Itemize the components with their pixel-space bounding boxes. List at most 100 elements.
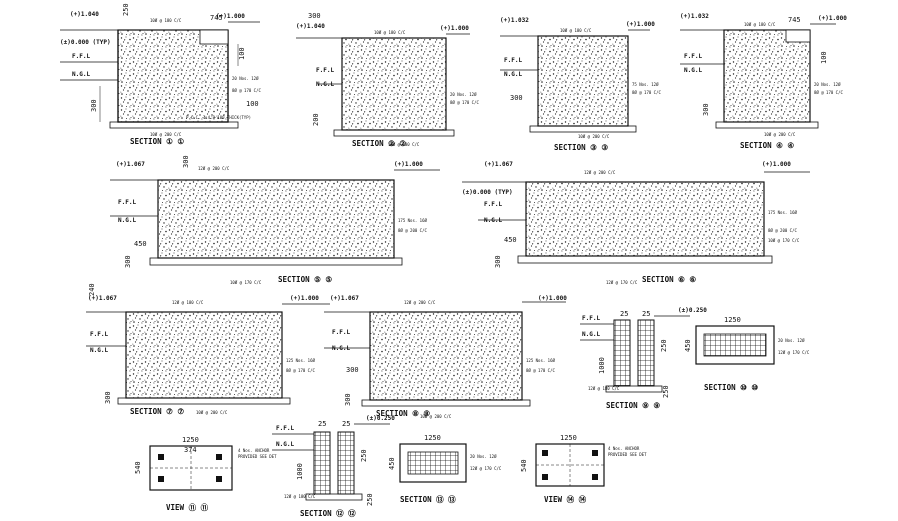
section-5-5-dim-300-top: 300 bbox=[182, 155, 190, 168]
view-14-14-title: VIEW ⑭ ⑭ bbox=[544, 494, 587, 504]
section-9-9-dim-25-left: 25 bbox=[620, 310, 628, 318]
view-11-11-dim-540: 540 bbox=[134, 461, 142, 474]
view-14-14-note-detail: PROVIDED SEE DET bbox=[608, 452, 647, 457]
section-1-1-concrete-body bbox=[117, 29, 229, 123]
section-2-2-title: SECTION ② ② bbox=[352, 139, 406, 148]
section-1-1-dim-300: 300 bbox=[90, 99, 98, 112]
section-1-1: (+)1.040 (+)1.000 (±)0.000 (TYP) 250 745… bbox=[60, 3, 261, 146]
section-10-10-rebar-grid bbox=[703, 333, 767, 357]
section-1-1-level-000: (±)0.000 (TYP) bbox=[60, 39, 111, 46]
section-7-7-dim-240: 240 bbox=[88, 283, 96, 296]
section-2-2-ffl-label: F.F.L bbox=[316, 67, 334, 74]
section-5-5-dim-450: 450 bbox=[134, 240, 147, 248]
section-5-5-ngl-label: N.G.L bbox=[118, 217, 136, 224]
section-7-7-ngl-label: N.G.L bbox=[90, 347, 108, 354]
section-12-12-dim-1000: 1000 bbox=[296, 463, 304, 480]
section-12-12-note-bottom-bar: 12Ø @ 180 C/C bbox=[284, 494, 316, 499]
section-8-8-dim-300-base: 300 bbox=[344, 393, 352, 406]
section-1-1-note-stirrups: 8Ø @ 170 C/C bbox=[232, 88, 261, 93]
section-13-13: 1250 450 20 Nos. 12Ø 12Ø @ 170 C/C SECTI… bbox=[388, 434, 502, 504]
section-8-8-base bbox=[361, 399, 531, 407]
section-10-10-dim-1250: 1250 bbox=[724, 316, 741, 324]
section-13-13-title: SECTION ⑬ ⑬ bbox=[400, 494, 456, 504]
section-8-8-note-stirrups: 8Ø @ 170 C/C bbox=[526, 368, 555, 373]
section-7-7: (+)1.067 (+)1.000 240 300 12Ø @ 180 C/C … bbox=[86, 283, 330, 416]
section-8-8-ngl-label: N.G.L bbox=[332, 345, 350, 352]
view-11-11-dim-1250: 1250 bbox=[182, 436, 199, 444]
section-4-4-level-1000: (+)1.000 bbox=[818, 15, 847, 22]
section-7-7-note-bottom-bar: 10Ø @ 200 C/C bbox=[196, 410, 228, 415]
section-7-7-ffl-label: F.F.L bbox=[90, 331, 108, 338]
view-14-14-dim-1250: 1250 bbox=[560, 434, 577, 442]
section-5-5-base bbox=[149, 257, 403, 266]
section-10-10-outline bbox=[695, 325, 775, 365]
section-3-3-concrete-body bbox=[537, 35, 629, 127]
section-5-5-level-1067: (+)1.067 bbox=[116, 161, 145, 168]
section-6-6-level-1067: (+)1.067 bbox=[484, 161, 513, 168]
section-9-9-dim-25-right: 25 bbox=[642, 310, 650, 318]
section-4-4-concrete-body bbox=[723, 29, 811, 123]
section-3-3-level-1000: (+)1.000 bbox=[626, 21, 655, 28]
section-12-12: (±)0.250 25 25 1000 250 250 12Ø @ 180 C/… bbox=[272, 415, 395, 518]
section-3-3-note-main-bars: 75 Nos. 12Ø bbox=[632, 82, 659, 87]
section-7-7-concrete-body bbox=[125, 311, 283, 399]
section-13-13-dim-450: 450 bbox=[388, 457, 396, 470]
section-9-9-ffl-label: F.F.L bbox=[582, 315, 600, 322]
section-9-9-left-pier bbox=[613, 319, 631, 387]
view-11-11-note-anchor: 4 Nos. ANCHOR bbox=[238, 448, 270, 453]
section-7-7-note-top-bar: 12Ø @ 180 C/C bbox=[172, 300, 204, 305]
section-6-6-level-1000: (+)1.000 bbox=[762, 161, 791, 168]
section-5-5-dim-300: 300 bbox=[124, 255, 132, 268]
view-14-14-note-anchor: 4 Nos. ANCHOR bbox=[608, 446, 640, 451]
section-6-6-note-stirrups: 8Ø @ 200 C/C bbox=[768, 228, 797, 233]
view-11-11-anchor-1 bbox=[158, 454, 164, 460]
section-8-8-level-1000: (+)1.000 bbox=[538, 295, 567, 302]
section-4-4-top-step bbox=[785, 29, 811, 43]
section-7-7-title: SECTION ⑦ ⑦ bbox=[130, 407, 184, 416]
section-1-1-ffl-label: F.F.L bbox=[72, 53, 90, 60]
section-4-4-note-top-bar: 10Ø @ 180 C/C bbox=[744, 22, 776, 27]
section-1-1-level-1040: (+)1.040 bbox=[70, 11, 99, 18]
view-11-11-note-detail: PROVIDED SEE DET bbox=[238, 454, 277, 459]
view-14-14-anchor-4 bbox=[592, 474, 598, 480]
view-11-11: 1250 374 540 4 Nos. ANCHOR PROVIDED SEE … bbox=[134, 436, 277, 512]
section-10-10-dim-450: 450 bbox=[684, 339, 692, 352]
view-11-11-anchor-3 bbox=[158, 476, 164, 482]
section-8-8-level-1067: (+)1.067 bbox=[330, 295, 359, 302]
section-2-2-base bbox=[333, 129, 455, 137]
section-9-9: (±)0.250 25 25 1000 250 250 12Ø @ 180 C/… bbox=[580, 307, 707, 410]
section-9-9-dim-1000: 1000 bbox=[598, 357, 606, 374]
section-13-13-dim-1250: 1250 bbox=[424, 434, 441, 442]
section-12-12-ffl-label: F.F.L bbox=[276, 425, 294, 432]
section-1-1-ngl-label: N.G.L bbox=[72, 71, 90, 78]
section-5-5: (+)1.067 (+)1.000 300 450 300 12Ø @ 200 … bbox=[110, 155, 440, 285]
view-14-14: 1250 540 4 Nos. ANCHOR PROVIDED SEE DET … bbox=[520, 434, 647, 504]
section-3-3-base bbox=[529, 125, 637, 133]
section-12-12-dim-25-left: 25 bbox=[318, 420, 326, 428]
section-2-2-dim-200: 200 bbox=[312, 113, 320, 126]
section-4-4-dim-100: 100 bbox=[820, 51, 828, 64]
view-14-14-anchor-3 bbox=[542, 474, 548, 480]
section-1-1-dim-745: 745 bbox=[210, 14, 223, 22]
section-8-8-note-top-bar: 12Ø @ 200 C/C bbox=[404, 300, 436, 305]
section-7-7-level-1000: (+)1.000 bbox=[290, 295, 319, 302]
section-10-10-note-spacing: 12Ø @ 170 C/C bbox=[778, 350, 810, 355]
section-1-1-note-bottom-bar: 10Ø @ 200 C/C bbox=[150, 132, 182, 137]
section-5-5-note-top-bar: 12Ø @ 200 C/C bbox=[198, 166, 230, 171]
view-11-11-anchor-2 bbox=[216, 454, 222, 460]
section-12-12-dim-250-base: 250 bbox=[366, 493, 374, 506]
section-9-9-title: SECTION ⑨ ⑨ bbox=[606, 401, 660, 410]
section-10-10-title: SECTION ⑩ ⑩ bbox=[704, 383, 758, 392]
section-5-5-note-stirrups: 8Ø @ 200 C/C bbox=[398, 228, 427, 233]
section-10-10: 1250 450 20 Nos. 12Ø 12Ø @ 170 C/C SECTI… bbox=[684, 316, 810, 392]
view-14-14-anchor-2 bbox=[592, 450, 598, 456]
section-3-3: (+)1.032 (+)1.000 300 10Ø @ 180 C/C 75 N… bbox=[500, 17, 661, 152]
section-1-1-dim-100-top: 100 bbox=[238, 47, 246, 60]
section-10-10-note-bars: 20 Nos. 12Ø bbox=[778, 338, 805, 343]
section-4-4-ngl-label: N.G.L bbox=[684, 67, 702, 74]
section-8-8-note-bottom-bar: 10Ø @ 200 C/C bbox=[420, 414, 452, 419]
section-12-12-ngl-label: N.G.L bbox=[276, 441, 294, 448]
section-2-2-concrete-body bbox=[341, 37, 447, 131]
section-8-8-note-main-bars: 125 Nos. 16Ø bbox=[526, 358, 555, 363]
